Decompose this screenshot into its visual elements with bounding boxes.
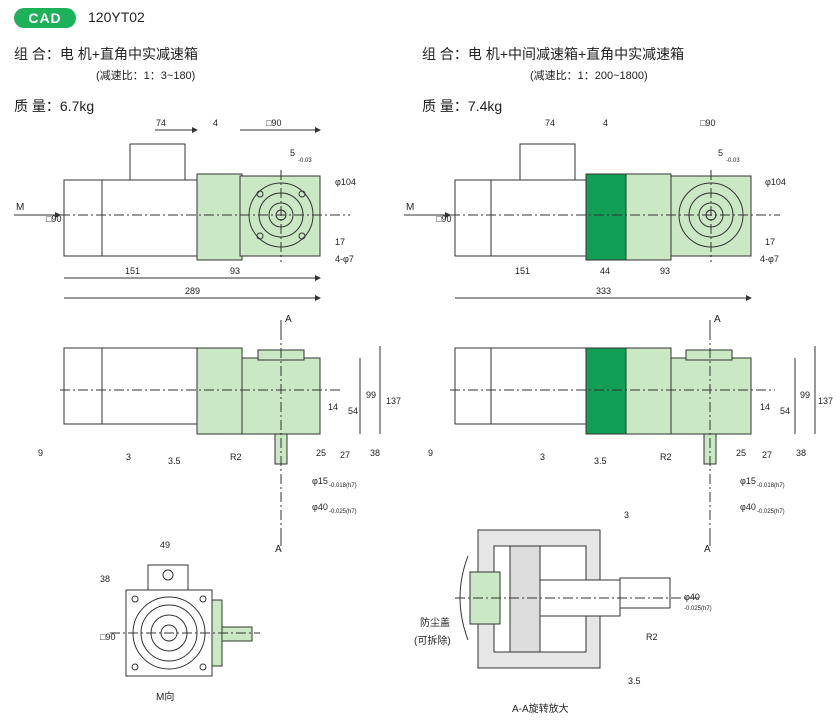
dust-cover-label: 防尘盖 [420,616,450,629]
mview-dim-38: 38 [100,574,110,584]
m-arrow-label: M [16,202,24,213]
dim-phi15: φ15 [312,476,328,486]
mview-dim-49: 49 [160,540,170,550]
r-dim-phi15: φ15 [740,476,756,486]
r-dim-phi40-tol: -0.025(h7) [757,509,785,515]
r-dim-38: 38 [796,448,806,458]
r-dim-4: 4 [603,118,608,128]
right-combination: 组 合：电 机+中间减速箱+直角中实减速箱 [422,46,685,62]
section-caption: A-A旋转放大 [512,702,569,715]
r-dim-93: 93 [660,266,670,276]
right-ratio: (减速比：1：200~1800) [530,70,648,82]
r-dim-17: 17 [765,237,775,247]
dim-99: 99 [366,390,376,400]
r-dim-5-tol: -0.03 [726,158,740,164]
r-m-arrow-label: M [406,202,414,213]
r-dim-5: 5 [718,148,723,158]
r-dim-phi40: φ40 [740,502,756,512]
r-dim-54: 54 [780,406,790,416]
dim-289: 289 [185,286,200,296]
left-top-view [14,127,350,301]
r-dim-9: 9 [428,448,433,458]
r-dim-hole: 4-φ7 [760,254,779,264]
r-dim-27: 27 [762,450,772,460]
dim-phi40: φ40 [312,502,328,512]
left-ratio: (减速比：1：3~180) [96,70,196,82]
r-dim-137: 137 [818,396,833,406]
dim-5-tol: -0.03 [298,158,312,164]
right-front-view [450,330,816,540]
section-a-a [455,529,700,669]
dim-38: 38 [370,448,380,458]
r-section-mark-a-bottom: A [704,544,711,555]
r-dim-151: 151 [515,266,530,276]
dim-93: 93 [230,266,240,276]
r-dim-sq90: □90 [700,118,715,128]
dim-phi40-tol: -0.025(h7) [329,509,357,515]
dim-sq90: □90 [266,118,281,128]
dim-sq90-side: □90 [46,214,61,224]
dim-54: 54 [348,406,358,416]
dim-5: 5 [290,148,295,158]
r-dim-r2: R2 [660,452,672,462]
r-section-mark-a-top: A [714,314,721,325]
section-dim-3: 3 [624,510,629,520]
left-mass: 质 量：6.7kg [14,98,95,114]
section-mark-a-bottom: A [275,544,282,555]
dim-phi15-tol: -0.018(h7) [329,483,357,489]
section-mark-a-top: A [285,314,292,325]
r-dim-3-5: 3.5 [594,456,607,466]
dim-27: 27 [340,450,350,460]
dim-137: 137 [386,396,401,406]
r-dim-25: 25 [736,448,746,458]
dim-4: 4 [213,118,218,128]
dim-9: 9 [38,448,43,458]
r-dim-333: 333 [596,286,611,296]
dim-hole: 4-φ7 [335,254,354,264]
dim-74: 74 [156,118,166,128]
model-number: 120YT02 [88,9,145,25]
r-dim-phi15-tol: -0.018(h7) [757,483,785,489]
mview-dim-sq90: □90 [100,632,115,642]
r-dim-3: 3 [540,452,545,462]
section-dim-phi40: φ40 [684,592,700,602]
section-dim-3-5: 3.5 [628,676,641,686]
right-top-view [404,143,780,301]
dim-14: 14 [328,402,338,412]
r-dim-phi104: φ104 [765,177,786,187]
dim-25: 25 [316,448,326,458]
dim-3: 3 [126,452,131,462]
section-dim-phi40-tol: -0.025(h7) [684,606,712,612]
section-dim-r2: R2 [646,632,658,642]
r-dim-14: 14 [760,402,770,412]
mview-caption: M向 [156,690,174,703]
r-dim-sq90-side: □90 [436,214,451,224]
cad-badge: CAD [14,8,76,28]
right-mass: 质 量：7.4kg [422,98,503,114]
dim-r2: R2 [230,452,242,462]
dim-151: 151 [125,266,140,276]
dim-17: 17 [335,237,345,247]
dim-3-5: 3.5 [168,456,181,466]
dust-cover-removable: (可拆除) [414,634,451,647]
r-dim-74: 74 [545,118,555,128]
r-dim-99: 99 [800,390,810,400]
left-front-view [60,330,381,540]
r-dim-44: 44 [600,266,610,276]
left-combination: 组 合：电 机+直角中实减速箱 [14,46,198,62]
dim-phi104: φ104 [335,177,356,187]
m-view [110,564,260,677]
